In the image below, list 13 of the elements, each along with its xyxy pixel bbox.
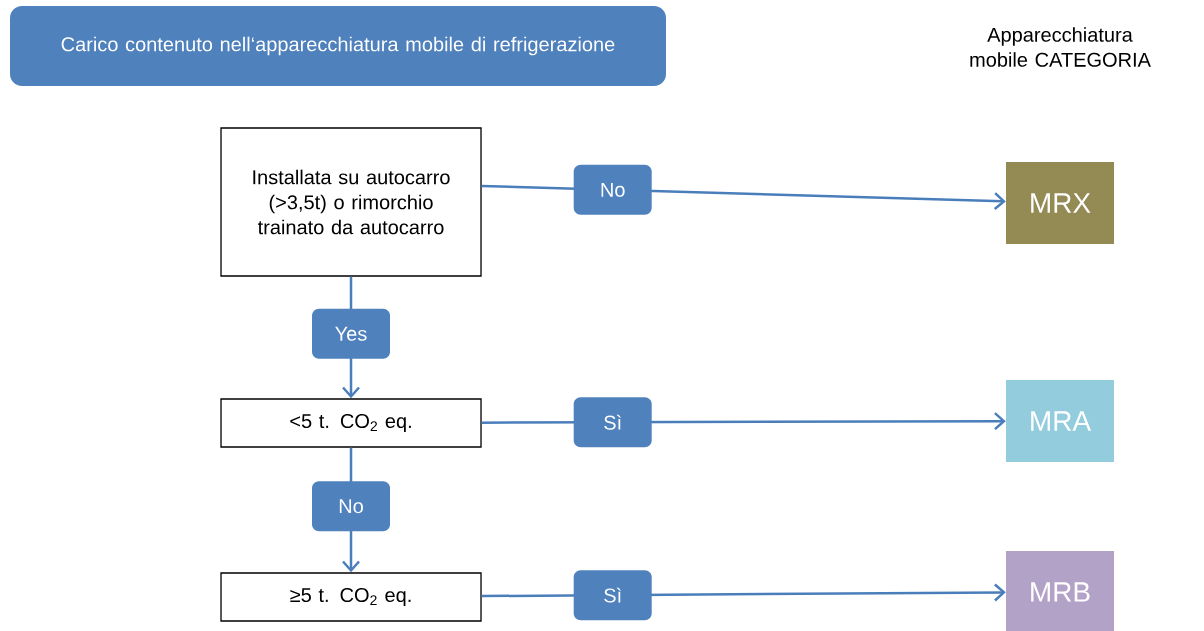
- column-heading: Apparecchiatura mobile CATEGORIA: [970, 27, 1151, 67]
- decision-box: <5 t. CO$_{2}$ eq.: [220, 398, 482, 448]
- edge-label: No: [573, 164, 652, 215]
- category-box: MRA: [1006, 380, 1114, 462]
- decision-box: Installata su autocarro (>3,5t) o rimorchio trainato da autocarro: [220, 127, 482, 277]
- category-box: MRX: [1006, 162, 1114, 244]
- edge-label: Sì: [573, 570, 652, 621]
- category-box: MRB: [1006, 551, 1114, 631]
- edge-label: Yes: [312, 308, 390, 359]
- process-box: Carico contenuto nell‘apparecchiatura mobile di refrigerazione: [10, 6, 666, 86]
- edge-label: Sì: [573, 397, 652, 448]
- decision-box: ≥5 t. CO$_{2}$ eq.: [220, 572, 482, 622]
- edge-label: No: [312, 481, 390, 532]
